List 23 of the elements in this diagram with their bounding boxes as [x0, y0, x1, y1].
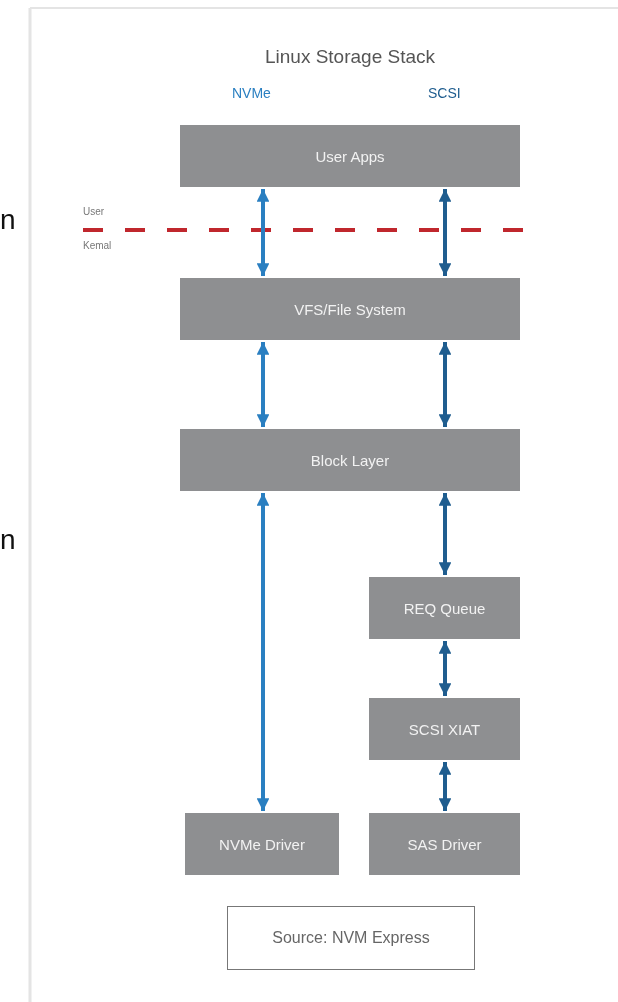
double-arrow: [438, 493, 452, 575]
column-heading: NVMe: [232, 86, 271, 102]
double-arrow: [438, 342, 452, 427]
text-fragment: n: [0, 525, 16, 556]
double-arrow: [256, 189, 270, 276]
layer-box: VFS/File System: [180, 278, 520, 340]
layer-box: NVMe Driver: [185, 813, 339, 875]
layer-box: SCSI XIAT: [369, 698, 520, 760]
double-arrow: [438, 762, 452, 811]
column-heading: SCSI: [428, 86, 461, 102]
text-fragment: n: [0, 205, 16, 236]
double-arrow: [256, 342, 270, 427]
diagram-title: Linux Storage Stack: [263, 46, 436, 68]
layer-box: SAS Driver: [369, 813, 520, 875]
region-label: User: [83, 206, 105, 217]
double-arrow: [438, 189, 452, 276]
layer-box: User Apps: [180, 125, 520, 187]
source-note: Source: NVM Express: [227, 906, 475, 970]
region-label: Kemal: [83, 240, 112, 251]
layer-box: Block Layer: [180, 429, 520, 491]
layer-box: REQ Queue: [369, 577, 520, 639]
double-arrow: [438, 641, 452, 696]
double-arrow: [256, 493, 270, 811]
